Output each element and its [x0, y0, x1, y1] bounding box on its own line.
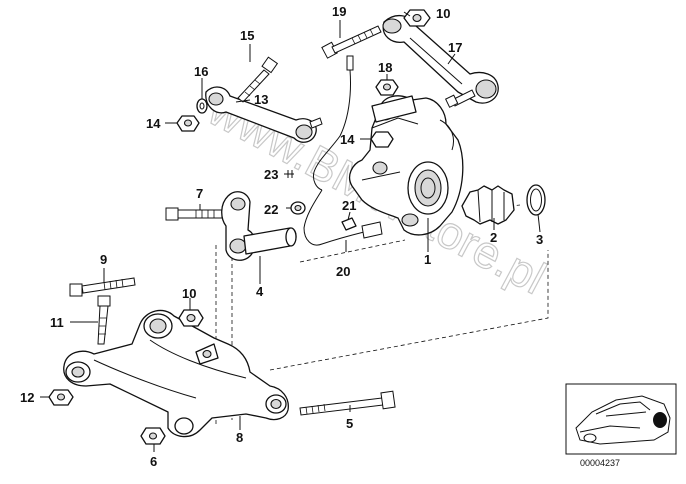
hex-bolt-7[interactable] [165, 207, 223, 221]
washer-16[interactable] [196, 98, 208, 114]
sensor-clip-21[interactable] [341, 217, 357, 231]
upper-control-arm[interactable] [382, 15, 499, 104]
callout-10-lower: 10 [182, 286, 196, 301]
leader-lines [40, 11, 541, 452]
figure-number: 00004237 [580, 458, 620, 468]
callout-18: 18 [378, 60, 392, 75]
link-bushing-4[interactable] [221, 191, 297, 261]
callout-21: 21 [342, 198, 356, 213]
callout-22: 22 [264, 202, 278, 217]
wheel-carrier[interactable] [348, 95, 464, 236]
callout-12: 12 [20, 390, 34, 405]
nut-6[interactable] [140, 427, 166, 445]
abs-sensor-cable[interactable] [303, 55, 383, 246]
hex-bolt-15[interactable] [237, 56, 279, 103]
callout-labels: 1 2 3 4 5 6 7 8 9 10 10 11 12 13 14 14 1… [20, 4, 543, 469]
hex-bolt-5[interactable] [299, 390, 396, 416]
nut-12[interactable] [48, 389, 74, 406]
callout-23: 23 [264, 167, 278, 182]
callout-17: 17 [448, 40, 462, 55]
callout-3: 3 [536, 232, 543, 247]
hex-bolt-9[interactable] [69, 277, 136, 297]
hex-bolt-11[interactable] [97, 295, 111, 345]
circlip-ring[interactable] [526, 184, 546, 216]
callout-14-right: 14 [340, 132, 355, 147]
callout-2: 2 [490, 230, 497, 245]
lower-control-arm[interactable] [63, 309, 289, 438]
drive-shaft-boot[interactable] [461, 185, 515, 225]
tension-strut[interactable] [205, 86, 323, 143]
nut-14-right[interactable] [370, 131, 394, 148]
clip-23[interactable] [286, 170, 294, 178]
callout-1: 1 [424, 252, 431, 267]
callout-9: 9 [100, 252, 107, 267]
callout-10-top: 10 [436, 6, 450, 21]
grommet-22[interactable] [290, 201, 306, 215]
callout-6: 6 [150, 454, 157, 469]
rear-wheel-marker [653, 412, 667, 428]
self-locking-nut-lower[interactable] [178, 309, 204, 327]
hex-bolt-19[interactable] [321, 25, 382, 59]
hex-bolt-small-right[interactable] [444, 89, 476, 108]
nut-18[interactable] [375, 79, 399, 96]
callout-5: 5 [346, 416, 353, 431]
callout-20: 20 [336, 264, 350, 279]
callout-7: 7 [196, 186, 203, 201]
callout-4: 4 [256, 284, 264, 299]
callout-19: 19 [332, 4, 346, 19]
callout-15: 15 [240, 28, 254, 43]
vehicle-location-inset [565, 383, 677, 455]
callout-13: 13 [254, 92, 268, 107]
callout-16: 16 [194, 64, 208, 79]
nut-14-left[interactable] [176, 115, 200, 132]
callout-11: 11 [50, 315, 64, 330]
callout-14-left: 14 [146, 116, 161, 131]
callout-8: 8 [236, 430, 243, 445]
self-locking-nut-top[interactable] [403, 9, 431, 27]
